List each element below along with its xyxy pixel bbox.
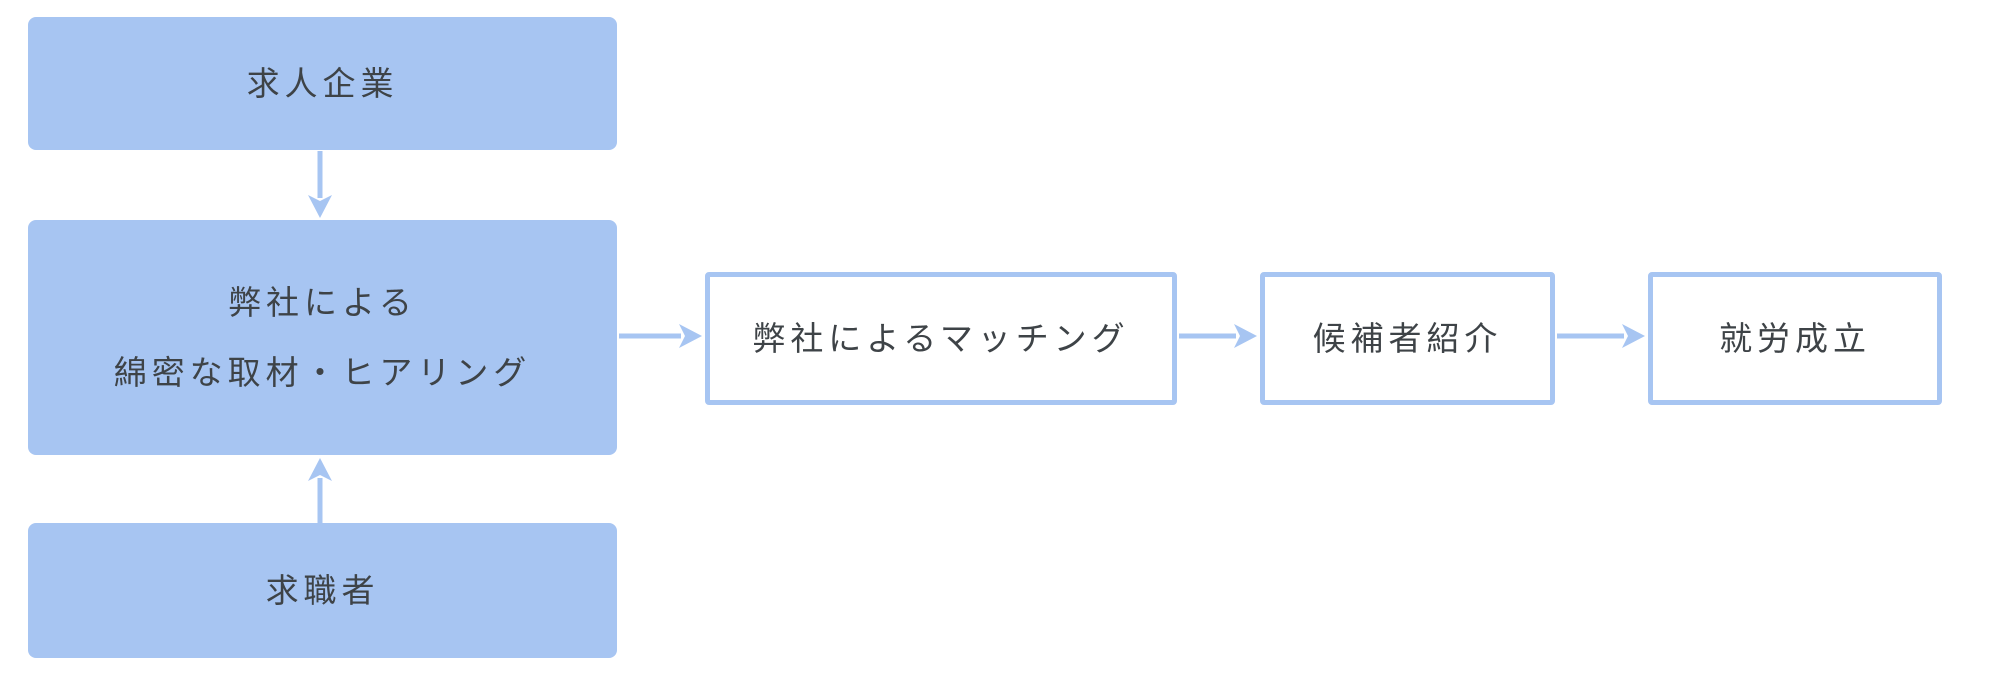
node-employment-established-step: 就労成立	[1648, 272, 1942, 405]
node-candidate-introduction-step: 候補者紹介	[1260, 272, 1555, 405]
node-label: 求職者	[265, 571, 380, 609]
node-label-line1: 弊社による	[228, 284, 417, 322]
arrow-right-icon	[1557, 324, 1645, 348]
node-label: 弊社によるマッチング	[752, 319, 1130, 357]
node-recruiting-company: 求人企業	[28, 17, 617, 150]
node-label: 求人企業	[246, 64, 399, 102]
arrow-right-icon	[1179, 324, 1257, 348]
node-label: 候補者紹介	[1312, 319, 1503, 357]
node-interview-hearing: 弊社による 綿密な取材・ヒアリング	[28, 220, 617, 455]
node-label-line2: 綿密な取材・ヒアリング	[113, 353, 532, 391]
arrow-up-icon	[308, 458, 332, 524]
arrow-down-icon	[308, 151, 332, 218]
arrow-right-icon	[619, 324, 702, 348]
node-matching-step: 弊社によるマッチング	[705, 272, 1177, 405]
node-job-seeker: 求職者	[28, 523, 617, 658]
node-label: 就労成立	[1719, 319, 1871, 357]
